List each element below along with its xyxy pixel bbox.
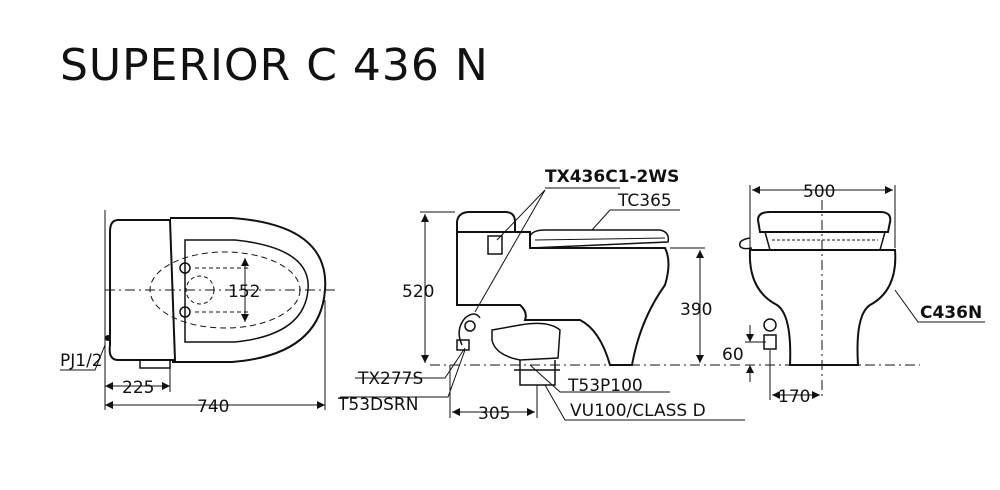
- top-bowl-outline: [170, 217, 327, 363]
- side-valve: [456, 339, 470, 351]
- label-hose: T53DSRN: [337, 395, 418, 415]
- top-seat-outline: [184, 239, 309, 343]
- label-tank-fittings: TX436C1-2WS: [545, 167, 679, 187]
- front-view: [738, 185, 985, 400]
- tc365-leader: [591, 209, 680, 231]
- side-view: [340, 187, 745, 421]
- front-seat: [764, 231, 886, 251]
- side-seat-edge: [534, 237, 666, 241]
- top-tank-outline: [108, 219, 177, 361]
- side-trap: [491, 322, 561, 361]
- label-valve: TX277S: [357, 369, 423, 389]
- dim-outlet-305: 305: [478, 404, 510, 424]
- side-tank-lid: [456, 211, 516, 233]
- dim-width-740: 740: [197, 397, 229, 417]
- front-flush-lever: [738, 237, 753, 250]
- page-title: SUPERIOR C 436 N: [60, 40, 489, 91]
- label-flange: VU100/CLASS D: [570, 401, 706, 421]
- top-view: [60, 210, 335, 410]
- top-bolt-hole-upper: [179, 262, 191, 274]
- side-supply-hose: [458, 313, 481, 346]
- dim-offset-225: 225: [122, 378, 154, 398]
- vu100-leader: [544, 384, 745, 421]
- tx436-leader-a: [474, 189, 546, 313]
- side-hose-coil: [464, 320, 476, 332]
- t53p100-leader: [529, 364, 670, 393]
- dim-supply-170: 170: [778, 387, 810, 407]
- t53dsrn-leader: [340, 349, 466, 398]
- side-body-outline: [456, 231, 670, 366]
- side-outlet-pipe: [519, 360, 556, 386]
- top-inner-bowl: [149, 251, 301, 329]
- label-outlet-pipe: T53P100: [567, 376, 643, 396]
- label-model: C436N: [920, 303, 982, 323]
- tx277s-leader: [355, 347, 466, 379]
- front-supply-coil: [763, 318, 777, 332]
- dim-width-500: 500: [803, 182, 835, 202]
- front-tank-lid: [756, 211, 892, 233]
- label-seat: TC365: [617, 191, 672, 211]
- top-bolt-hole-lower: [179, 306, 191, 318]
- dim-rim-390: 390: [680, 300, 712, 320]
- label-supply-pj: PJ1/2: [60, 351, 103, 371]
- model-leader: [894, 289, 985, 323]
- side-flush-button: [487, 235, 503, 255]
- dim-seat-span: 152: [228, 282, 260, 302]
- pj-point: [105, 335, 111, 341]
- top-supply-fitting: [139, 359, 171, 369]
- side-seat: [529, 229, 670, 249]
- tx436-leader-b: [496, 189, 546, 241]
- dim-supply-60: 60: [722, 345, 744, 365]
- dim-height-520: 520: [402, 282, 434, 302]
- pj-leader: [60, 344, 106, 371]
- top-drain-circle: [185, 275, 215, 305]
- front-body: [748, 249, 897, 366]
